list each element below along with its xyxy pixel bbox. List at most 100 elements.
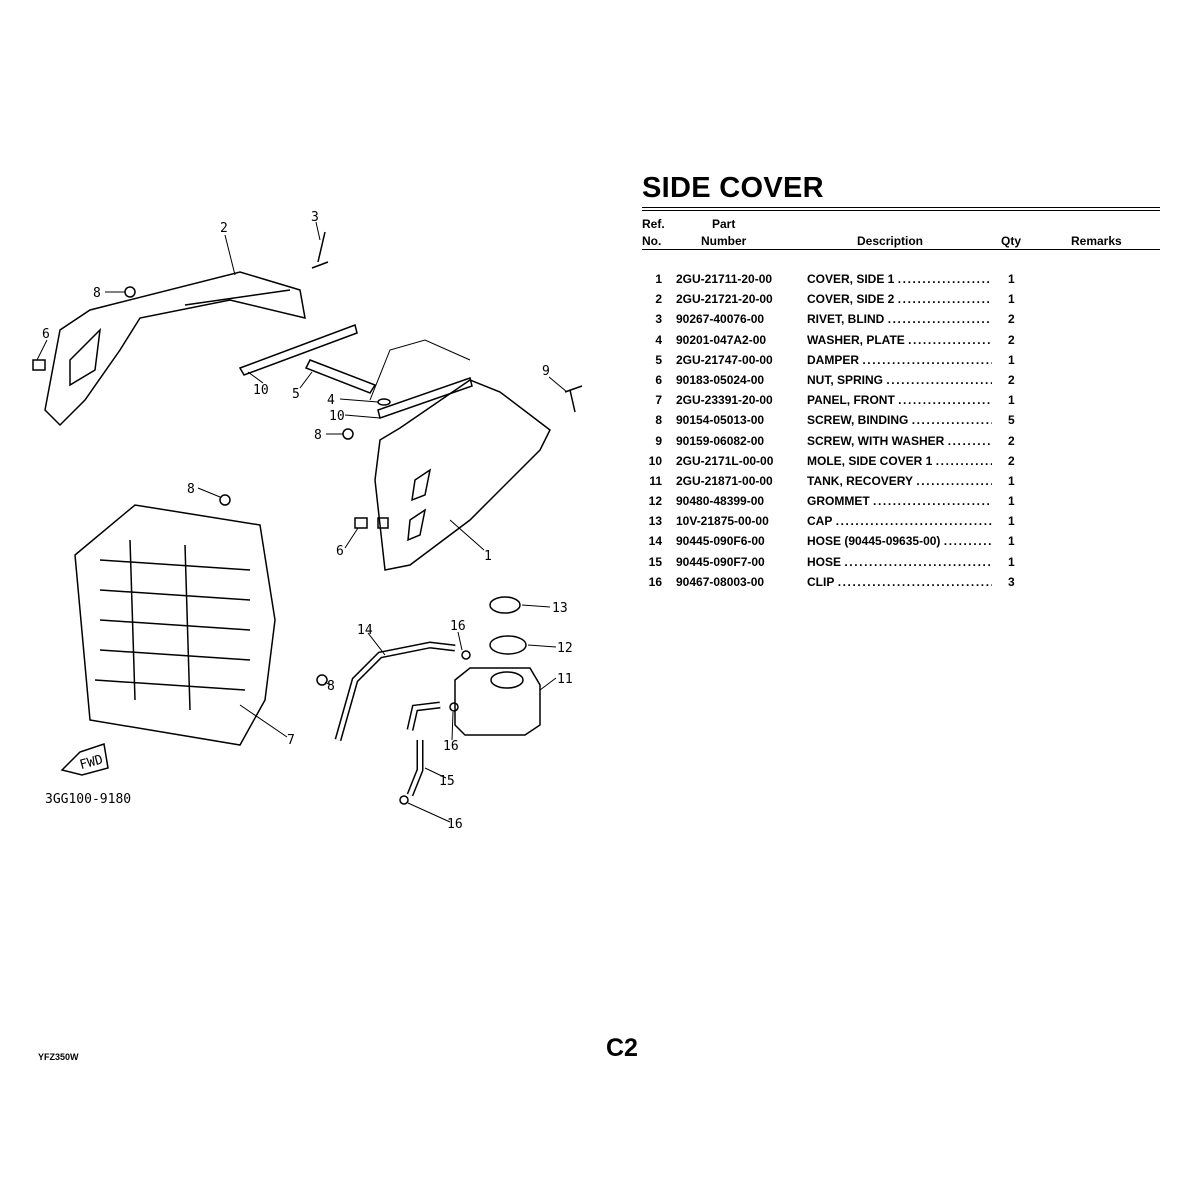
page-number: C2: [606, 1034, 638, 1062]
quantity: 3: [1008, 574, 1015, 589]
header-description: Description: [857, 234, 924, 248]
header-ref-2: No.: [642, 234, 662, 248]
quantity: 1: [1008, 534, 1015, 549]
quantity: 1: [1008, 292, 1015, 307]
table-row: 14 90445-090F6-00 HOSE (90445-09635-00) ..…: [642, 534, 1162, 554]
callout-6: 6: [42, 327, 50, 342]
ref-no: 2: [655, 292, 662, 307]
fwd-arrow-icon: [60, 743, 109, 776]
ref-no: 8: [655, 413, 662, 428]
description: RIVET, BLIND ...........................…: [807, 312, 992, 327]
quantity: 1: [1008, 473, 1015, 488]
callout-10: 10: [329, 409, 345, 424]
part-number: 2GU-23391-20-00: [676, 393, 773, 408]
callout-9: 9: [542, 364, 550, 379]
hose-14-drawing: [334, 641, 456, 741]
diagram-code: 3GG100-9180: [45, 792, 131, 807]
part-number: 10V-21875-00-00: [676, 514, 769, 529]
part-number: 2GU-2171L-00-00: [676, 453, 774, 468]
description: MOLE, SIDE COVER 1 .....................…: [807, 453, 992, 468]
callout-7: 7: [287, 733, 295, 748]
ref-no: 15: [648, 554, 662, 569]
quantity: 2: [1008, 372, 1015, 387]
callout-labels: 2 3 8 6 10 5 4 10 8 9 8 6 1 13 14 16 12 …: [42, 210, 573, 832]
table-row: 13 10V-21875-00-00 CAP ...................…: [642, 514, 1162, 534]
description: GROMMET ................................…: [807, 494, 992, 509]
part-drawings: [32, 221, 583, 823]
callout-6: 6: [336, 544, 344, 559]
quantity: 1: [1008, 514, 1015, 529]
part-number: 90467-08003-00: [676, 574, 765, 589]
header-part-1: Part: [712, 217, 736, 231]
description: CLIP ...................................…: [807, 574, 992, 589]
description: DAMPER .................................…: [807, 352, 992, 367]
part-number: 90159-06082-00: [676, 433, 765, 448]
part-number: 2GU-21871-00-00: [676, 473, 773, 488]
table-row: 9 90159-06082-00 SCREW, WITH WASHER ......…: [642, 434, 1162, 454]
callout-8: 8: [314, 428, 322, 443]
callout-4: 4: [327, 393, 335, 408]
description: WASHER, PLATE ..........................…: [807, 332, 992, 347]
description: TANK, RECOVERY .........................…: [807, 473, 992, 488]
page-title: SIDE COVER: [642, 172, 824, 204]
title-rule: [642, 210, 1160, 211]
ref-no: 3: [655, 312, 662, 327]
table-row: 15 90445-090F7-00 HOSE ...................…: [642, 555, 1162, 575]
part-number: 90445-090F7-00: [676, 554, 765, 569]
quantity: 1: [1008, 393, 1015, 408]
quantity: 5: [1008, 413, 1015, 428]
description: PANEL, FRONT ...........................…: [807, 393, 992, 408]
damper-drawing: [304, 359, 377, 394]
ref-no: 4: [655, 332, 662, 347]
description: CAP ....................................…: [807, 514, 992, 529]
ref-no: 9: [655, 433, 662, 448]
part-number: 90201-047A2-00: [676, 332, 767, 347]
fwd-label: FWD: [78, 752, 105, 773]
ref-no: 12: [648, 494, 662, 509]
description: SCREW, WITH WASHER .....................…: [807, 433, 992, 448]
ref-no: 13: [648, 514, 662, 529]
callout-15: 15: [439, 774, 455, 789]
ref-no: 7: [655, 393, 662, 408]
callout-10: 10: [253, 383, 269, 398]
header-part-2: Number: [701, 234, 747, 248]
description: HOSE (90445-09635-00) ..................…: [807, 534, 992, 549]
callout-1: 1: [484, 549, 492, 564]
quantity: 1: [1008, 352, 1015, 367]
quantity: 1: [1008, 554, 1015, 569]
ref-no: 1: [655, 272, 662, 286]
callout-8: 8: [187, 482, 195, 497]
description: NUT, SPRING ............................…: [807, 372, 992, 387]
cap-drawing: [489, 596, 521, 614]
callout-8: 8: [327, 679, 335, 694]
rivet-drawing: [311, 231, 329, 269]
ref-no: 6: [655, 372, 662, 387]
grommet-drawing: [489, 635, 527, 655]
description: HOSE ...................................…: [807, 554, 992, 569]
callout-8: 8: [93, 286, 101, 301]
callout-13: 13: [552, 601, 568, 616]
description: COVER, SIDE 2 ..........................…: [807, 292, 992, 307]
mole-drawing: [238, 324, 358, 376]
callout-16: 16: [447, 817, 463, 832]
part-number: 90183-05024-00: [676, 372, 765, 387]
part-number: 2GU-21711-20-00: [676, 272, 773, 286]
recovery-tank-drawing: [454, 667, 541, 736]
quantity: 1: [1008, 494, 1015, 509]
part-number: 90445-090F6-00: [676, 534, 765, 549]
table-row: 6 90183-05024-00 NUT, SPRING .............…: [642, 373, 1162, 393]
ref-no: 14: [648, 534, 662, 549]
quantity: 1: [1008, 272, 1015, 286]
quantity: 2: [1008, 433, 1015, 448]
exploded-parts-diagram: 2 3 8 6 10 5 4 10 8 9 8 6 1 13 14 16 12 …: [32, 210, 583, 832]
title-rule: [642, 207, 1160, 208]
callout-2: 2: [220, 221, 228, 236]
